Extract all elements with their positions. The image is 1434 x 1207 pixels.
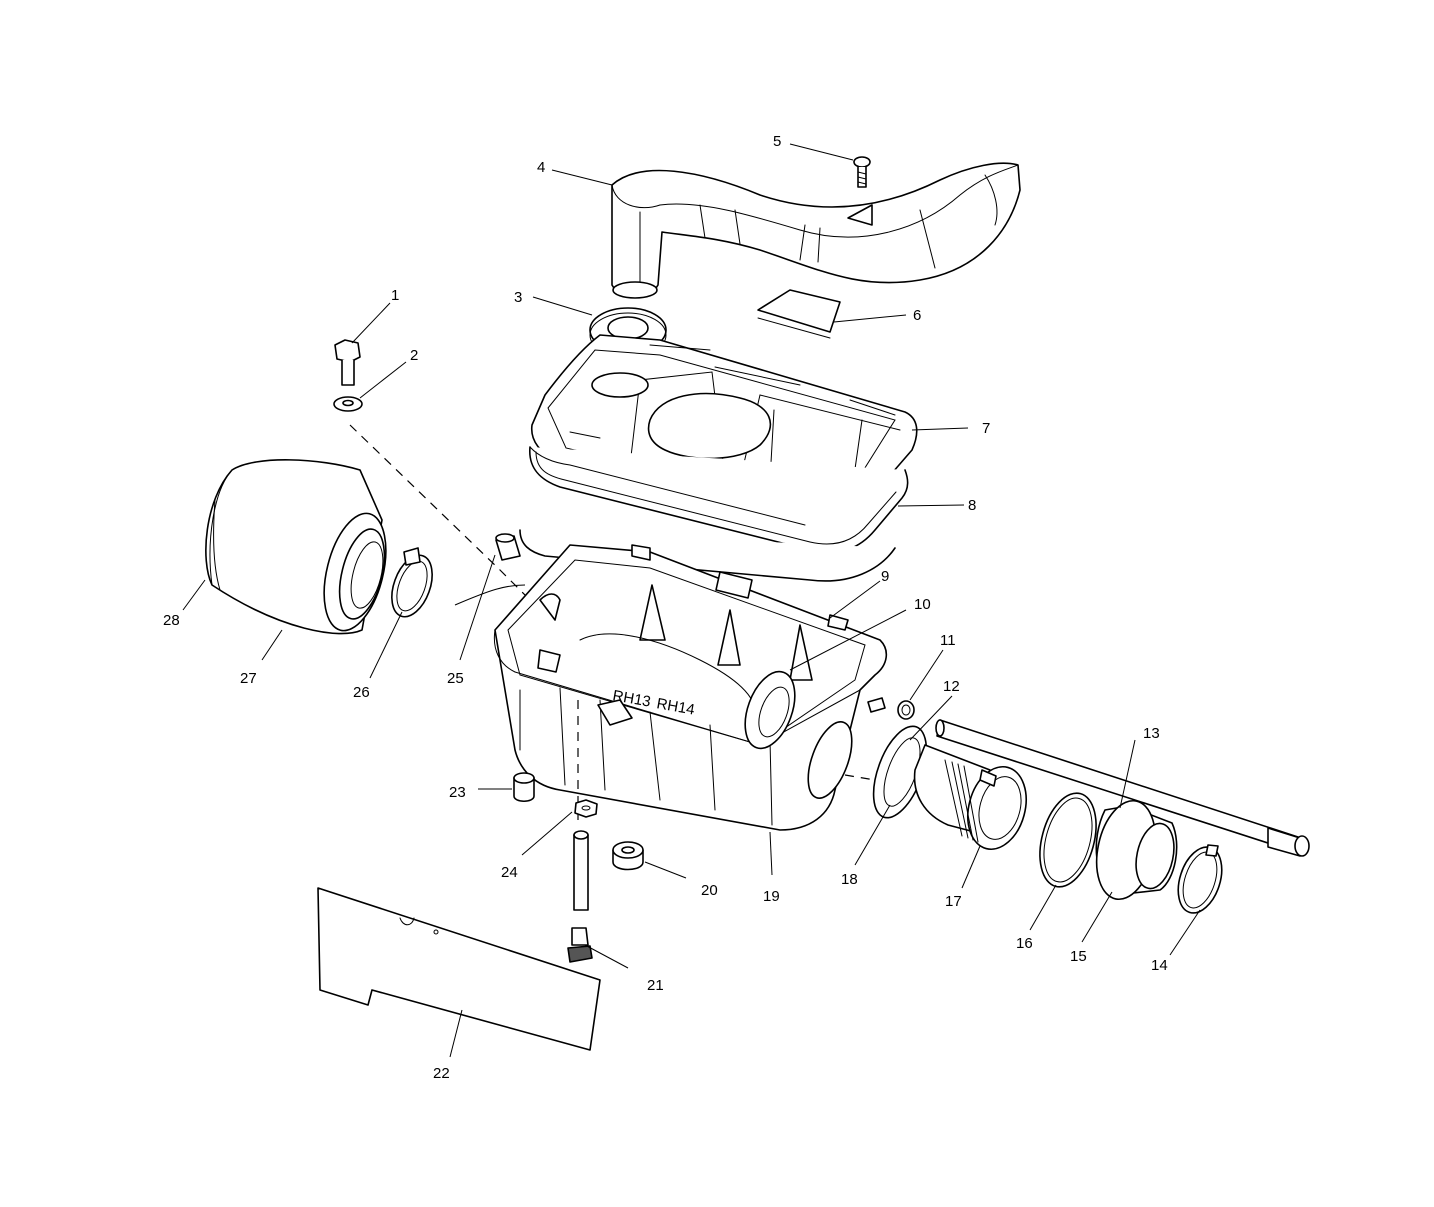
- drain-tube-part-21: [567, 830, 593, 963]
- callout-26: 26: [353, 684, 370, 701]
- callout-27: 27: [240, 670, 257, 687]
- callout-21: 21: [647, 977, 664, 994]
- clamp-ring-part-16: [1039, 792, 1097, 888]
- callout-17: 17: [945, 893, 962, 910]
- nut-part-24: [574, 799, 598, 818]
- callout-6: 6: [913, 307, 921, 324]
- callout-23: 23: [449, 784, 466, 801]
- screw-part-5: [853, 156, 871, 188]
- bolt-part-1: [334, 339, 361, 386]
- callout-3: 3: [514, 289, 522, 306]
- callout-12: 12: [943, 678, 960, 695]
- callout-1: 1: [391, 287, 399, 304]
- tube-part-13: [935, 719, 1310, 857]
- callout-labels: 1 2 3 4 5 6 7 8 9 10 11 12 13 14 15 16 1…: [163, 133, 1168, 1082]
- assembly-line-bolt: [349, 424, 531, 601]
- callout-25: 25: [447, 670, 464, 687]
- washer-part-2: [333, 396, 363, 412]
- leader-lines: [182, 143, 1201, 1058]
- callout-2: 2: [410, 347, 418, 364]
- grommet-part-20: [612, 841, 644, 871]
- callout-13: 13: [1143, 725, 1160, 742]
- spacer-part-23: [513, 772, 535, 803]
- hose-clamp-part-14: [1177, 844, 1223, 914]
- bushing-part-25: [495, 533, 521, 561]
- airbox-body-part-19: RH13 RH14: [493, 544, 888, 831]
- callout-5: 5: [773, 133, 781, 150]
- hose-clamp-part-26: [391, 547, 433, 618]
- decal-part-6: [757, 289, 841, 339]
- callout-11: 11: [940, 632, 956, 649]
- callout-4: 4: [537, 159, 545, 176]
- intake-boot-part-15: [1095, 799, 1178, 901]
- bushing-part-11: [897, 700, 915, 720]
- intake-duct-part-4: [611, 162, 1021, 299]
- callout-9: 9: [881, 568, 889, 585]
- box-stamp-left: RH13: [611, 687, 652, 710]
- panel-part-22: [317, 887, 601, 1051]
- callout-20: 20: [701, 882, 718, 899]
- callout-10: 10: [914, 596, 931, 613]
- callout-15: 15: [1070, 948, 1087, 965]
- callout-7: 7: [982, 420, 990, 437]
- callout-18: 18: [841, 871, 858, 888]
- lid-gasket-part-8: [519, 446, 909, 582]
- callout-22: 22: [433, 1065, 450, 1082]
- callout-19: 19: [763, 888, 780, 905]
- callout-14: 14: [1151, 957, 1168, 974]
- callout-24: 24: [501, 864, 518, 881]
- air-filter-part-27: [205, 459, 387, 635]
- box-stamp-right: RH14: [655, 695, 696, 718]
- callout-28: 28: [163, 612, 180, 629]
- callout-8: 8: [968, 497, 976, 514]
- outlet-adapter-part-17: [913, 744, 1027, 851]
- callout-16: 16: [1016, 935, 1033, 952]
